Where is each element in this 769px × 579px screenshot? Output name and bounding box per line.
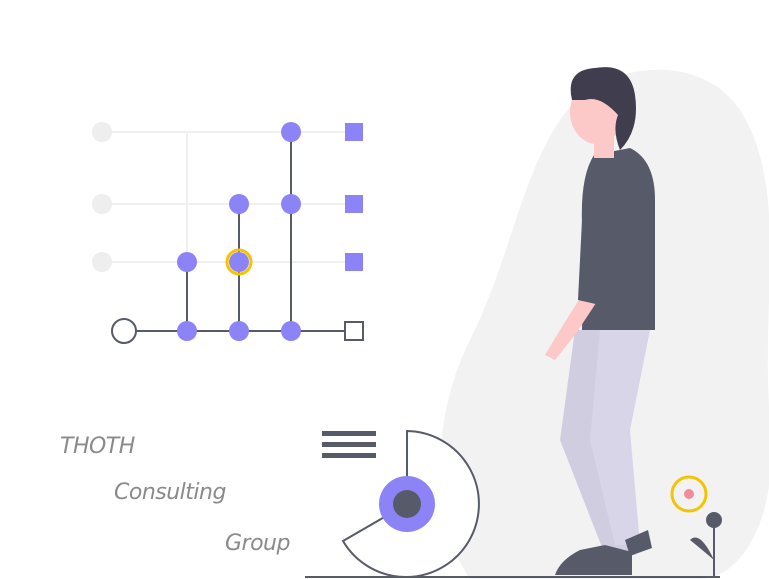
hair <box>570 67 636 150</box>
highlight-ring <box>225 248 253 276</box>
active-node <box>229 252 249 272</box>
start-node <box>111 318 137 344</box>
active-node <box>229 194 249 214</box>
end-square <box>345 253 363 271</box>
end-square-empty <box>344 321 364 341</box>
active-node <box>177 321 197 341</box>
plant <box>670 475 722 577</box>
inactive-node <box>92 252 112 272</box>
pie-center-dot <box>393 490 421 518</box>
shoe <box>555 545 632 575</box>
node-diagram <box>102 131 354 263</box>
flower-ring <box>670 475 708 513</box>
person <box>545 67 655 575</box>
active-node <box>177 252 197 272</box>
brand-line-thoth: THOTH <box>60 434 135 459</box>
inactive-node <box>92 122 112 142</box>
arm <box>545 290 598 360</box>
flower-dot <box>684 489 694 499</box>
end-square <box>345 123 363 141</box>
active-node <box>281 122 301 142</box>
inactive-node <box>92 194 112 214</box>
active-node <box>281 321 301 341</box>
end-square <box>345 195 363 213</box>
brand-line-consulting: Consulting <box>114 480 226 505</box>
brand-line-group: Group <box>225 531 290 556</box>
active-node <box>229 321 249 341</box>
menu-icon <box>322 431 376 458</box>
active-node <box>281 194 301 214</box>
